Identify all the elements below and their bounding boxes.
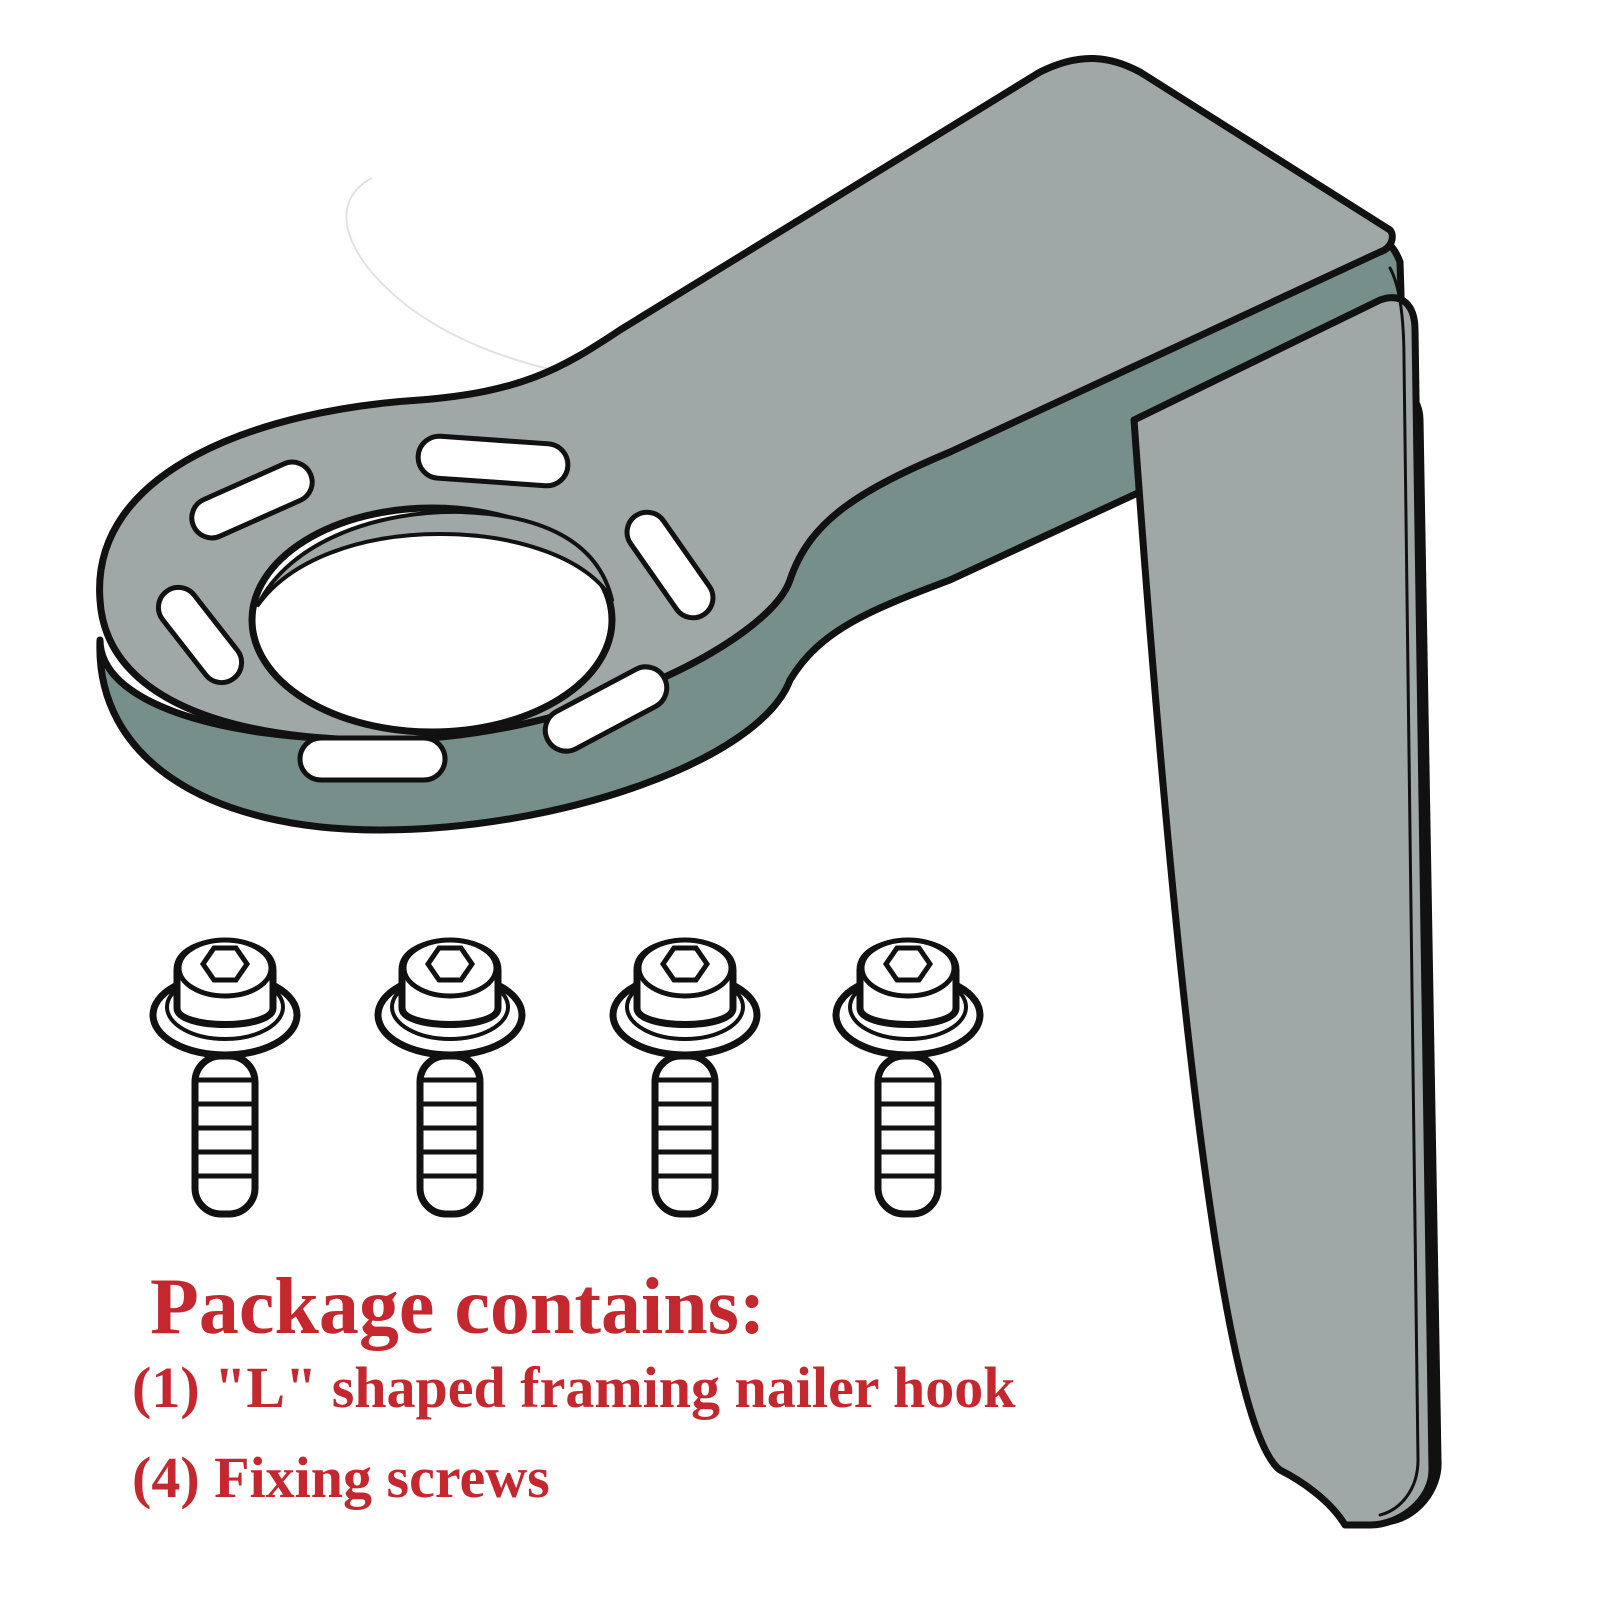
screw-icon bbox=[378, 940, 522, 1214]
mounting-slot bbox=[297, 735, 448, 783]
mounting-slot bbox=[415, 433, 571, 489]
mounting-slot bbox=[624, 509, 716, 621]
mounting-slot bbox=[189, 459, 315, 541]
l-hook-bracket-icon bbox=[96, 54, 1442, 1529]
fixing-screws bbox=[153, 940, 980, 1214]
caption-line-hook: (1) "L" shaped framing nailer hook bbox=[132, 1355, 1016, 1420]
mounting-slot bbox=[542, 664, 670, 754]
bracket-fold-shade bbox=[1130, 294, 1436, 1529]
bracket-fold-line bbox=[1378, 266, 1420, 1517]
center-hole-icon bbox=[248, 504, 616, 736]
mounting-slots bbox=[155, 433, 716, 783]
mounting-slot bbox=[155, 584, 245, 686]
center-hole-inner-wall bbox=[256, 509, 614, 607]
screw-icon bbox=[836, 940, 980, 1214]
screw-icon bbox=[613, 940, 757, 1214]
screw-icon bbox=[153, 940, 297, 1214]
caption-line-screws: (4) Fixing screws bbox=[132, 1445, 550, 1510]
caption-heading: Package contains: bbox=[150, 1263, 766, 1351]
